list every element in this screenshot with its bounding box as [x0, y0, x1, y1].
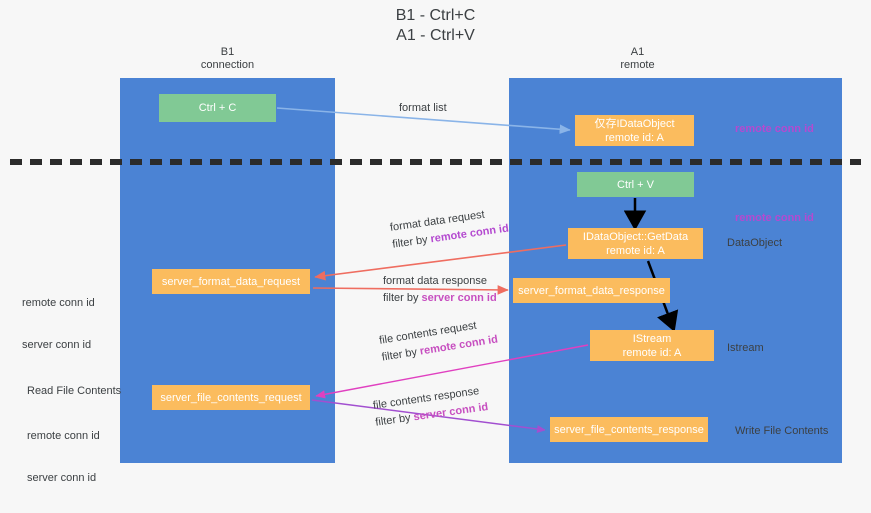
filter-by-text: filter by: [374, 411, 415, 429]
filter-by-text: filter by: [380, 345, 421, 364]
legend-conn-ids-upper: remote conn id server conn id: [22, 268, 95, 380]
edge-label-format-data-response: format data response filter by server co…: [383, 273, 497, 307]
lane-title-b1: B1 connection: [200, 46, 255, 71]
edge-label-line2: filter by server conn id: [383, 290, 497, 307]
annotation-remote-conn-id-top: remote conn id: [735, 123, 814, 135]
legend-server-conn-id-1: server conn id: [22, 339, 92, 351]
box-idataobject[interactable]: 仅存IDataObject remote id: A: [575, 115, 694, 146]
box-server-format-data-request[interactable]: server_format_data_request: [152, 269, 310, 294]
legend-remote-conn-id-1: remote conn id: [22, 297, 95, 309]
diagram-canvas: B1 - Ctrl+C A1 - Ctrl+V B1 connection A1…: [10, 7, 861, 484]
annotation-write-file-contents: Write File Contents: [735, 425, 829, 437]
lane-title-a1: A1 remote: [620, 46, 655, 71]
legend-server-conn-id-2: server conn id: [27, 472, 97, 484]
legend-remote-conn-id-2: remote conn id: [27, 430, 100, 442]
box-server-format-data-response[interactable]: server_format_data_response: [513, 278, 670, 303]
annotation-remote-conn-id-mid: remote conn id: [735, 212, 814, 224]
box-server-file-contents-response[interactable]: server_file_contents_response: [550, 417, 708, 442]
filter-by-text: filter by: [383, 292, 422, 304]
box-idataobject-getdata[interactable]: IDataObject::GetData remote id: A: [568, 228, 703, 259]
diagram-title: B1 - Ctrl+C A1 - Ctrl+V: [395, 7, 476, 44]
legend-conn-ids-lower: remote conn id server conn id: [27, 401, 100, 513]
edge-label-format-list: format list: [399, 102, 447, 114]
box-ctrl-c[interactable]: Ctrl + C: [159, 94, 276, 122]
annotation-dataobject: DataObject: [727, 237, 783, 249]
box-ctrl-v[interactable]: Ctrl + V: [577, 172, 694, 197]
edge-label-line1: format data response: [383, 275, 487, 287]
annotation-read-file-contents: Read File Contents: [27, 385, 122, 397]
filter-by-text: filter by: [391, 233, 432, 251]
connector-layer: [10, 107, 861, 467]
annotation-istream: Istream: [727, 342, 764, 354]
box-server-file-contents-request[interactable]: server_file_contents_request: [152, 385, 310, 410]
box-istream[interactable]: IStream remote id: A: [590, 330, 714, 361]
filter-key-server-conn-id: server conn id: [421, 292, 497, 304]
